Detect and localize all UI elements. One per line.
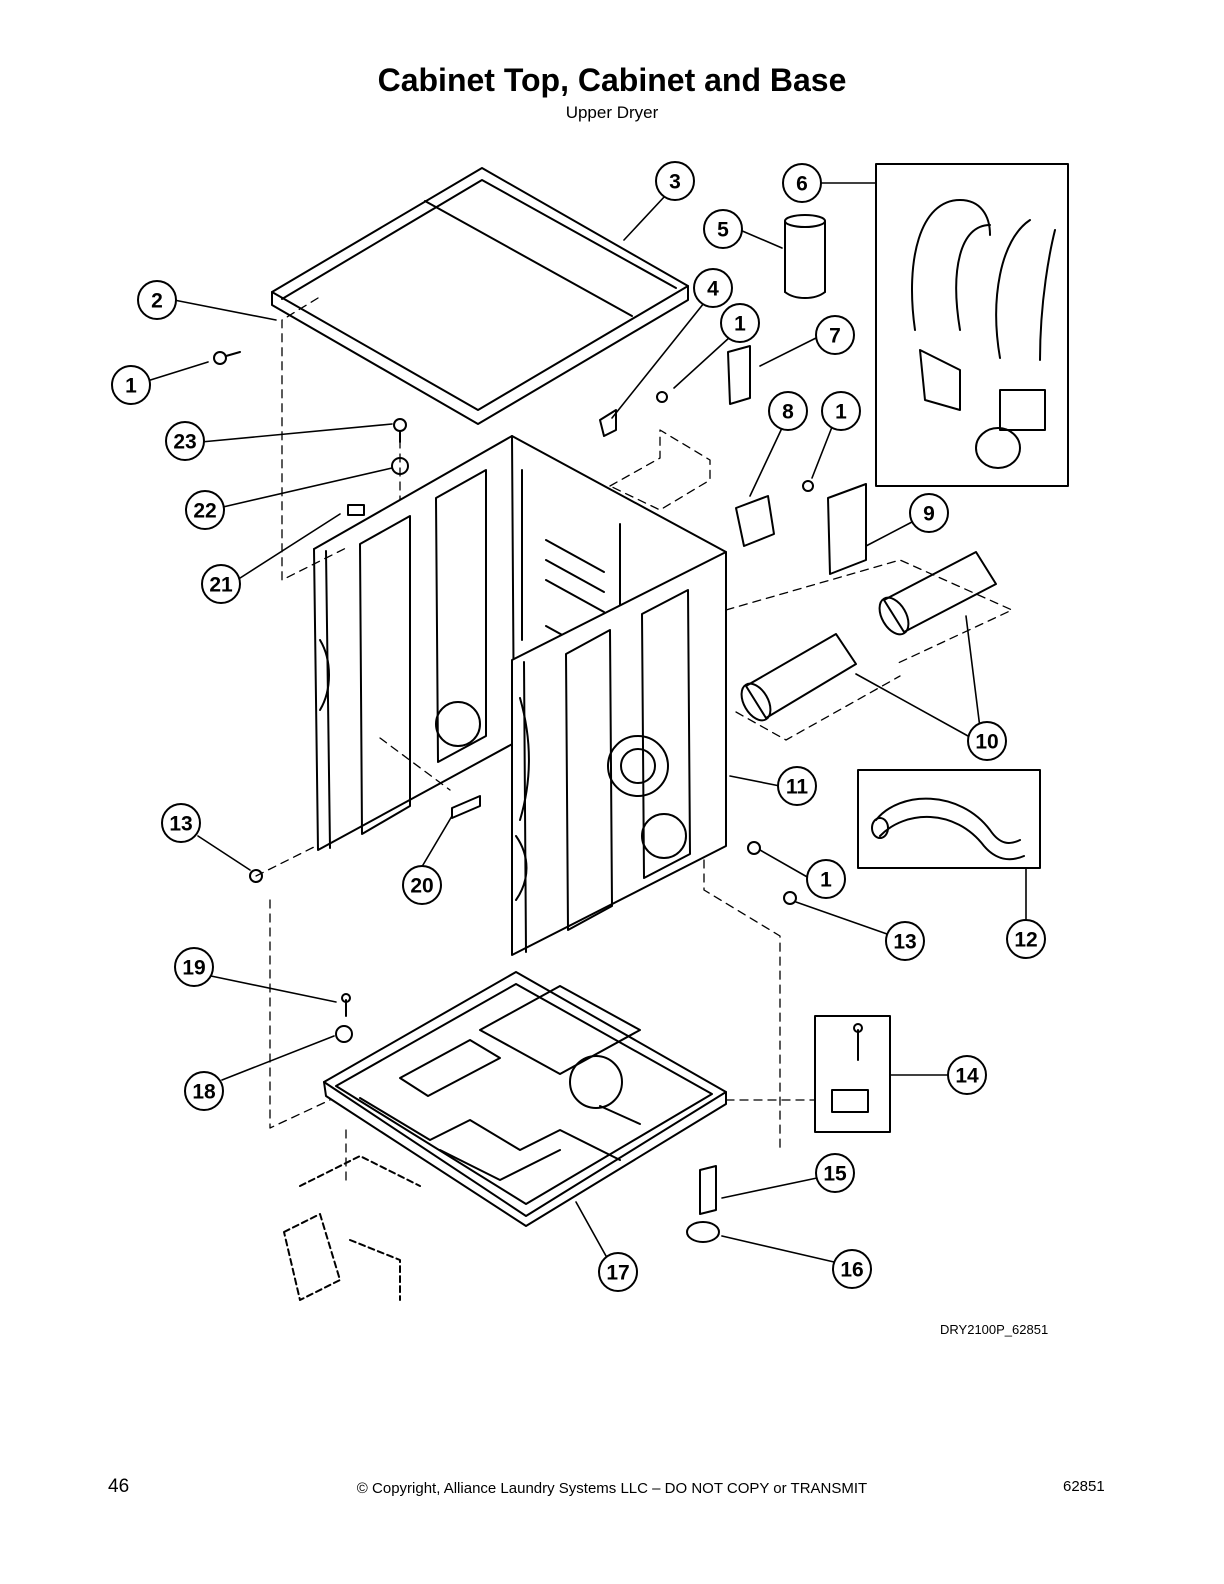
duct-extension-part — [740, 551, 997, 722]
svg-text:17: 17 — [606, 1262, 629, 1285]
exhaust-duct-part — [784, 214, 826, 299]
callout-18: 18 — [184, 1071, 224, 1111]
callout-5: 5 — [703, 209, 743, 249]
document-number: 62851 — [1063, 1478, 1105, 1495]
callout-17: 17 — [598, 1252, 638, 1292]
cabinet-top-part — [271, 167, 689, 425]
svg-text:22: 22 — [193, 500, 216, 523]
svg-text:3: 3 — [669, 171, 681, 194]
callout-1: 1 — [806, 859, 846, 899]
callout-1: 1 — [111, 365, 151, 405]
vent-kit-box — [875, 163, 1069, 487]
svg-text:5: 5 — [717, 219, 729, 242]
cabinet-right-panel — [511, 551, 727, 956]
callout-12: 12 — [1006, 919, 1046, 959]
callout-20: 20 — [402, 865, 442, 905]
hardware-parts — [213, 345, 867, 1243]
svg-text:9: 9 — [923, 503, 935, 526]
svg-text:8: 8 — [782, 401, 794, 424]
flex-duct-box — [857, 769, 1041, 869]
svg-text:1: 1 — [835, 401, 847, 424]
svg-text:6: 6 — [796, 173, 808, 196]
callout-8: 8 — [768, 391, 808, 431]
svg-text:10: 10 — [975, 731, 998, 754]
callout-10: 10 — [967, 721, 1007, 761]
assembly-dashed-lines — [255, 297, 1013, 1181]
callout-13: 13 — [885, 921, 925, 961]
callout-11: 11 — [777, 766, 817, 806]
callout-3: 3 — [655, 161, 695, 201]
leader-lines — [143, 182, 1027, 1263]
svg-text:1: 1 — [734, 313, 746, 336]
svg-text:16: 16 — [840, 1259, 863, 1282]
callout-13: 13 — [161, 803, 201, 843]
callout-21: 21 — [201, 564, 241, 604]
callout-16: 16 — [832, 1249, 872, 1289]
svg-text:18: 18 — [192, 1081, 216, 1104]
svg-text:20: 20 — [410, 875, 433, 898]
svg-text:21: 21 — [209, 574, 233, 597]
callout-9: 9 — [909, 493, 949, 533]
svg-text:13: 13 — [169, 813, 192, 836]
callout-1: 1 — [720, 303, 760, 343]
callout-6: 6 — [782, 163, 822, 203]
callout-4: 4 — [693, 268, 733, 308]
page-title: Cabinet Top, Cabinet and Base — [377, 62, 847, 98]
svg-text:7: 7 — [829, 325, 841, 348]
svg-text:12: 12 — [1014, 929, 1037, 952]
svg-text:13: 13 — [893, 931, 916, 954]
page-number: 46 — [108, 1476, 130, 1497]
svg-text:1: 1 — [125, 375, 137, 398]
callout-23: 23 — [165, 421, 205, 461]
svg-text:1: 1 — [820, 869, 832, 892]
callout-14: 14 — [947, 1055, 987, 1095]
svg-text:15: 15 — [823, 1163, 847, 1186]
callout-15: 15 — [815, 1153, 855, 1193]
adjacent-unit-fragment — [283, 1155, 421, 1301]
callout-1: 1 — [821, 391, 861, 431]
callout-7: 7 — [815, 315, 855, 355]
svg-text:19: 19 — [182, 957, 205, 980]
callout-22: 22 — [185, 490, 225, 530]
drawing-reference: DRY2100P_62851 — [940, 1322, 1049, 1337]
base-part — [323, 971, 727, 1227]
svg-text:2: 2 — [151, 290, 163, 313]
page-subtitle: Upper Dryer — [565, 103, 659, 122]
callout-19: 19 — [174, 947, 214, 987]
copyright-notice: © Copyright, Alliance Laundry Systems LL… — [356, 1480, 868, 1497]
svg-text:23: 23 — [173, 431, 196, 454]
svg-text:4: 4 — [707, 278, 719, 301]
callout-2: 2 — [137, 280, 177, 320]
bracket-box — [814, 1015, 891, 1133]
svg-text:11: 11 — [786, 776, 809, 799]
svg-text:14: 14 — [955, 1065, 979, 1088]
